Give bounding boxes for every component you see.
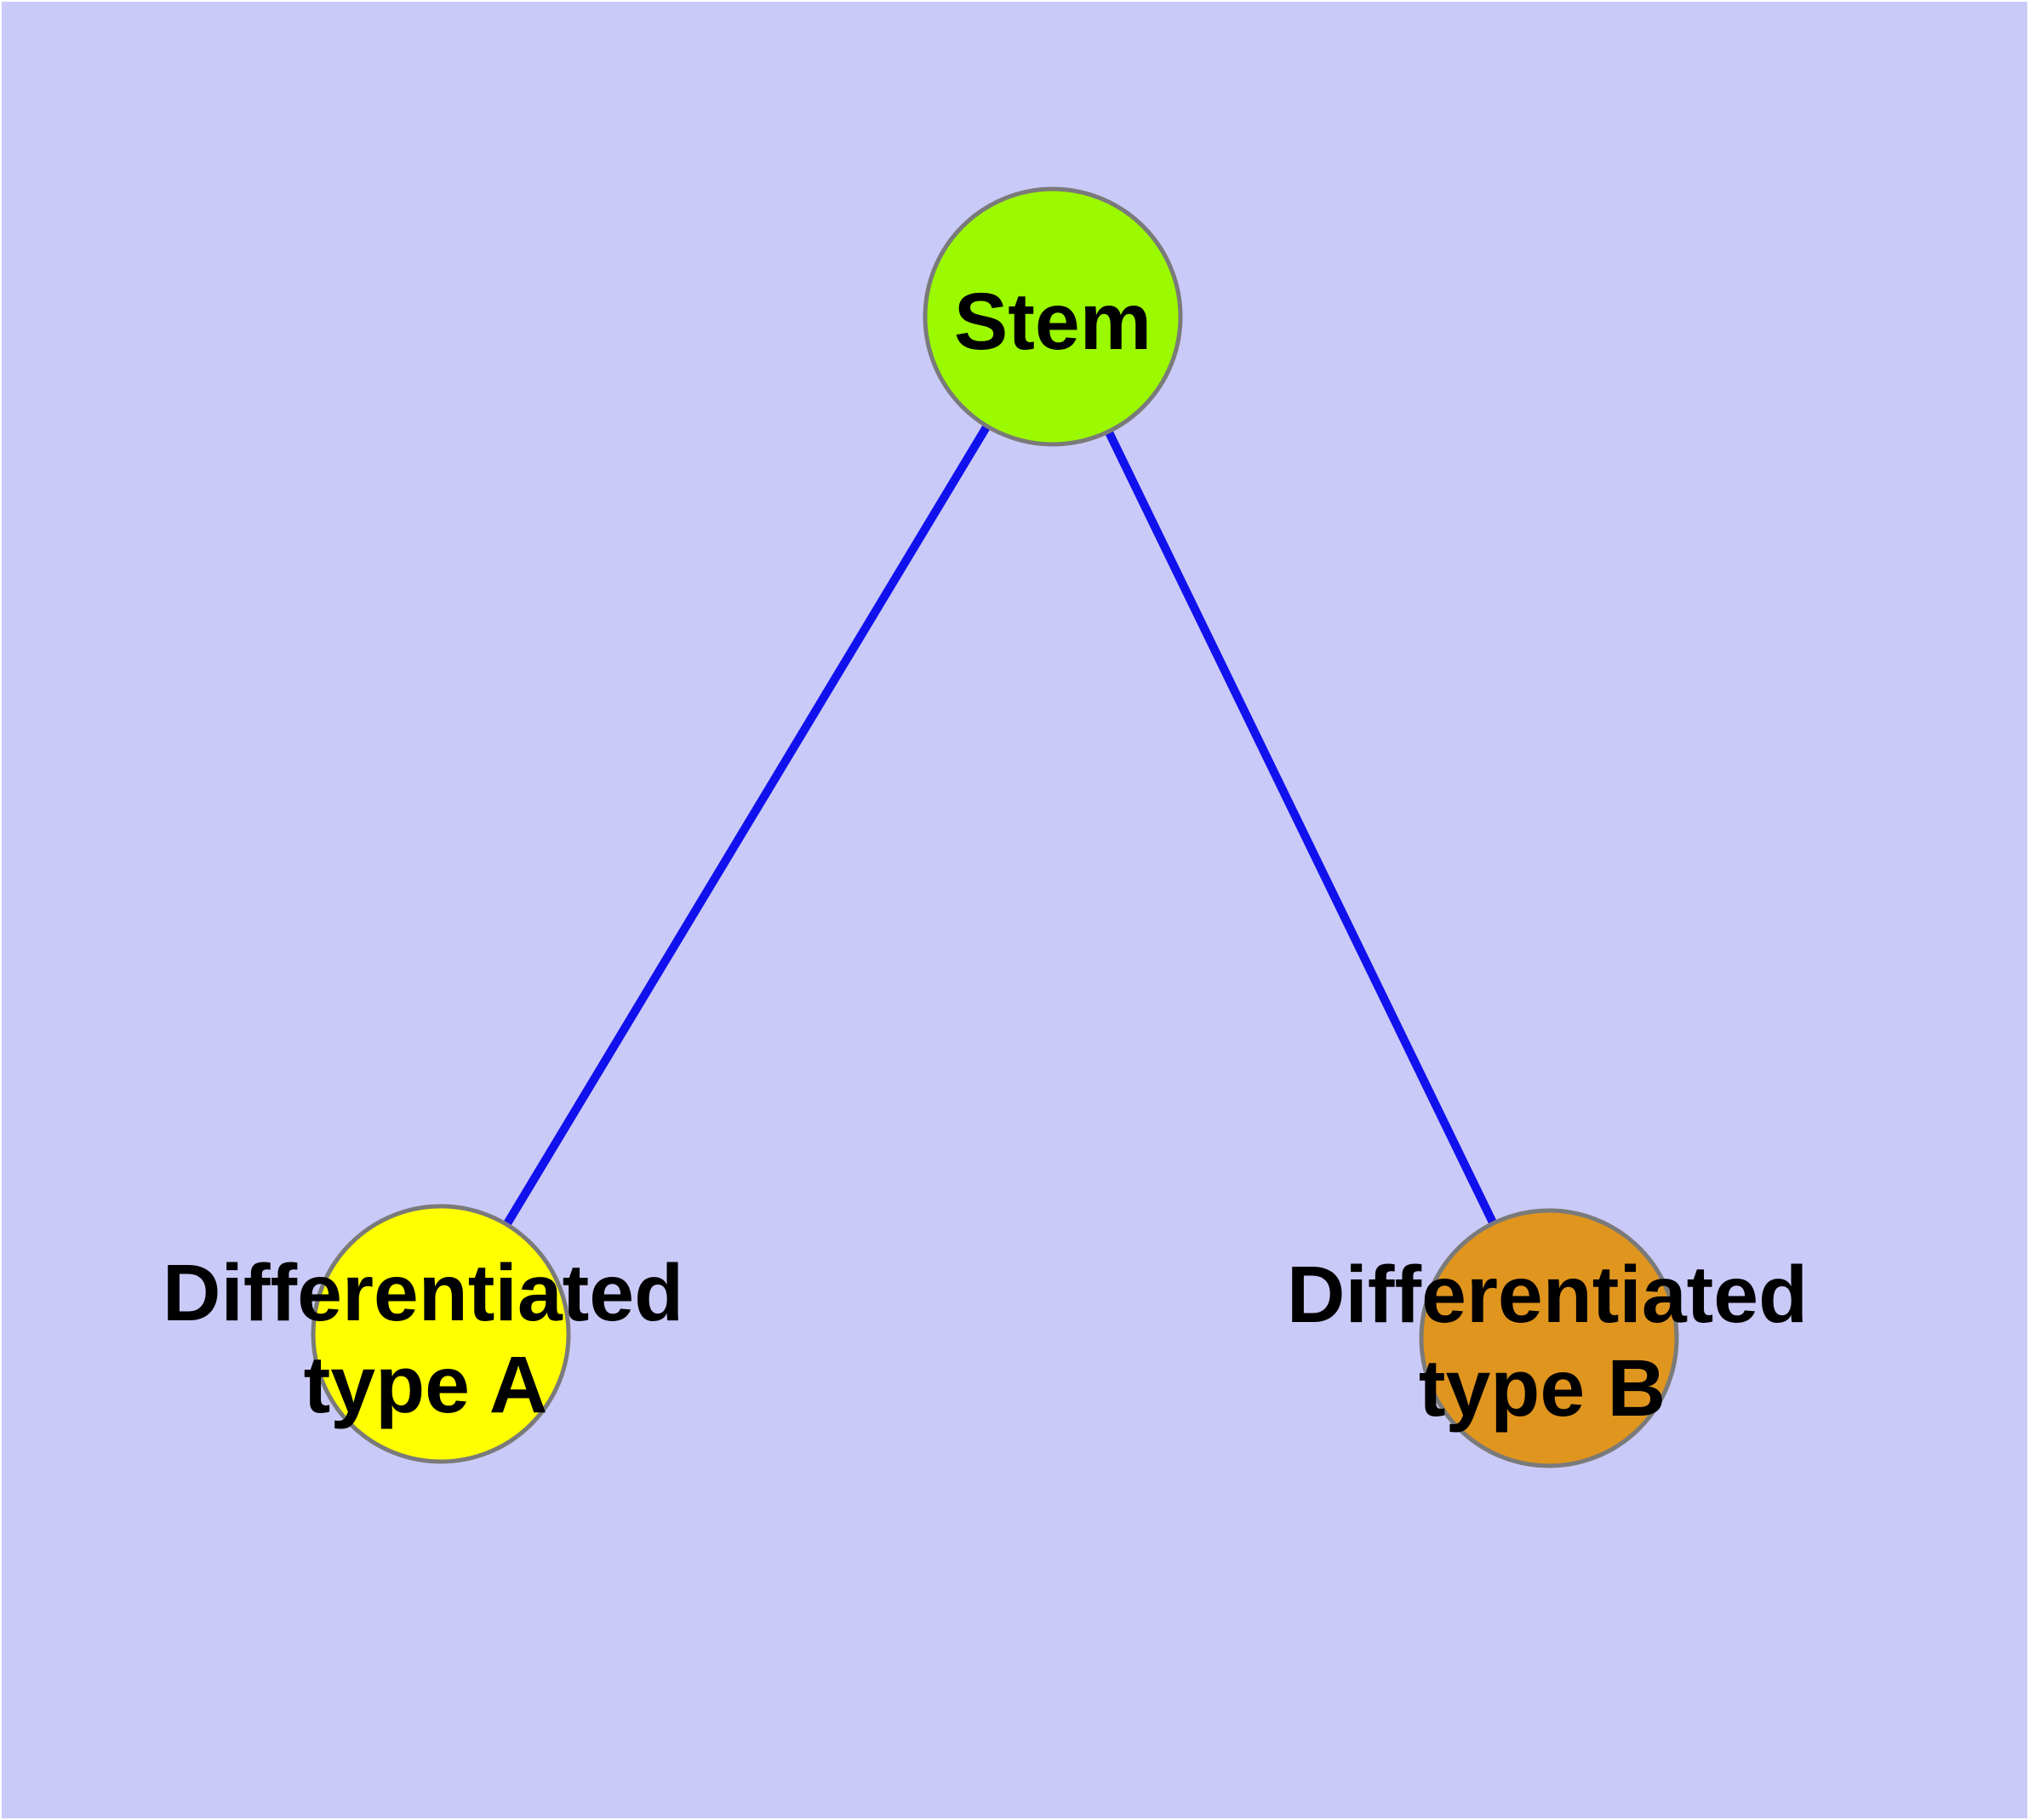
stem-node-label: Stem xyxy=(954,277,1152,367)
type-a-label-line-2: type A xyxy=(304,1340,548,1430)
type-b-label-line-2: type B xyxy=(1419,1343,1666,1434)
type-a-label-line-1: Differentiated xyxy=(163,1248,683,1338)
type-a-node-circle xyxy=(311,1204,571,1464)
edge-stem-to-type-a xyxy=(437,314,1057,1336)
type-b-label-line-1: Differentiated xyxy=(1287,1250,1808,1340)
stem-node-circle xyxy=(923,186,1183,447)
edge-stem-to-type-b xyxy=(1049,314,1553,1341)
type-b-node-circle xyxy=(1419,1208,1679,1468)
